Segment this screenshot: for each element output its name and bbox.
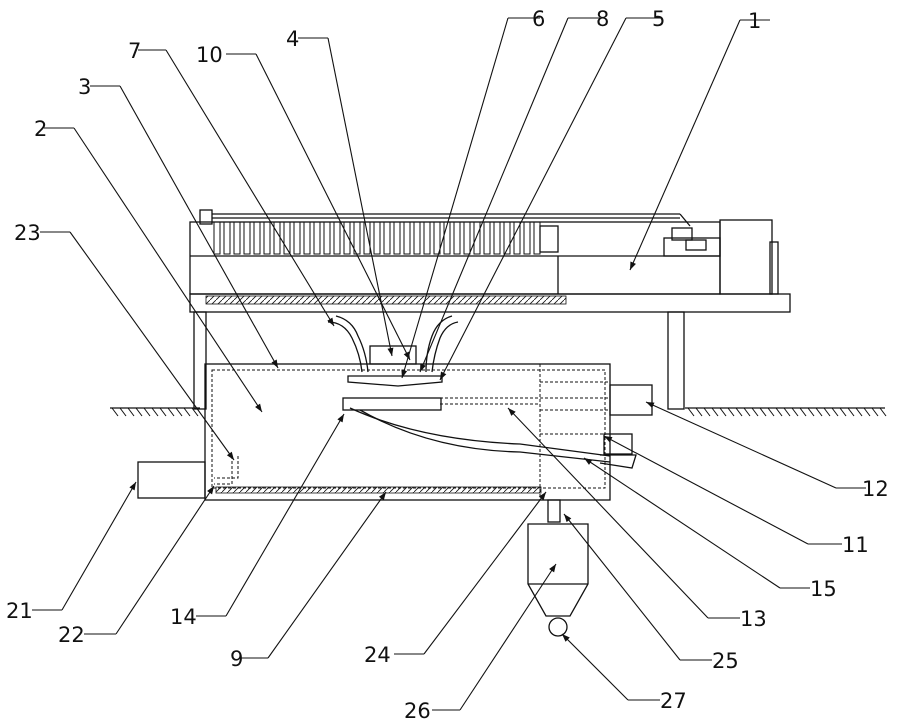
arrowhead-8	[420, 363, 426, 372]
filter-press	[190, 210, 790, 409]
callout-label-24: 24	[364, 643, 391, 667]
arrowhead-26	[549, 564, 556, 572]
arrowhead-15	[584, 458, 592, 465]
leader-line-7	[166, 50, 334, 326]
arrowhead-10	[404, 352, 410, 360]
arrowhead-1	[630, 261, 636, 270]
callout-label-4: 4	[286, 27, 299, 51]
callout-label-5: 5	[652, 7, 665, 31]
leader-line-21	[62, 482, 136, 610]
callout-label-14: 14	[170, 605, 197, 629]
callout-label-15: 15	[810, 577, 837, 601]
callout-label-23: 23	[14, 221, 41, 245]
leader-line-11	[604, 436, 808, 544]
callout-label-27: 27	[660, 689, 687, 713]
arrowhead-5	[440, 372, 446, 380]
callout-label-11: 11	[842, 533, 869, 557]
collection-hopper	[528, 500, 588, 636]
arrowhead-6	[401, 369, 407, 378]
arrowhead-25	[564, 514, 571, 522]
callout-label-21: 21	[6, 599, 33, 623]
leader-line-5	[440, 18, 626, 380]
arrowhead-22	[207, 486, 214, 494]
arrowhead-23	[227, 452, 234, 460]
arrowhead-14	[337, 414, 344, 422]
leader-line-8	[420, 18, 568, 372]
leader-line-9	[268, 492, 386, 658]
callout-label-7: 7	[128, 39, 141, 63]
callout-label-25: 25	[712, 649, 739, 673]
arrowhead-4	[387, 348, 393, 356]
leader-line-22	[116, 486, 214, 634]
motor-12	[610, 385, 652, 415]
callout-label-12: 12	[862, 477, 889, 501]
callout-label-26: 26	[404, 699, 431, 723]
leader-line-27	[562, 634, 628, 700]
leader-line-4	[328, 38, 392, 356]
callout-label-22: 22	[58, 623, 85, 647]
callout-label-3: 3	[78, 75, 91, 99]
ground-line	[110, 408, 886, 416]
left-internals	[214, 456, 238, 484]
leader-line-6	[402, 18, 508, 378]
leader-line-10	[256, 54, 410, 360]
callout-label-1: 1	[748, 9, 761, 33]
motor-21	[138, 462, 205, 498]
callout-label-13: 13	[740, 607, 767, 631]
callout-label-8: 8	[596, 7, 609, 31]
leader-line-23	[70, 232, 234, 460]
callout-label-10: 10	[196, 43, 223, 67]
callout-label-9: 9	[230, 647, 243, 671]
leader-line-26	[460, 564, 556, 710]
callout-label-6: 6	[532, 7, 545, 31]
arrowhead-2	[255, 404, 262, 412]
arrowhead-12	[646, 402, 655, 408]
arrowhead-21	[129, 482, 136, 490]
leader-line-14	[226, 414, 344, 616]
leader-line-1	[630, 20, 740, 270]
leader-line-25	[564, 514, 680, 660]
callout-label-2: 2	[34, 117, 47, 141]
